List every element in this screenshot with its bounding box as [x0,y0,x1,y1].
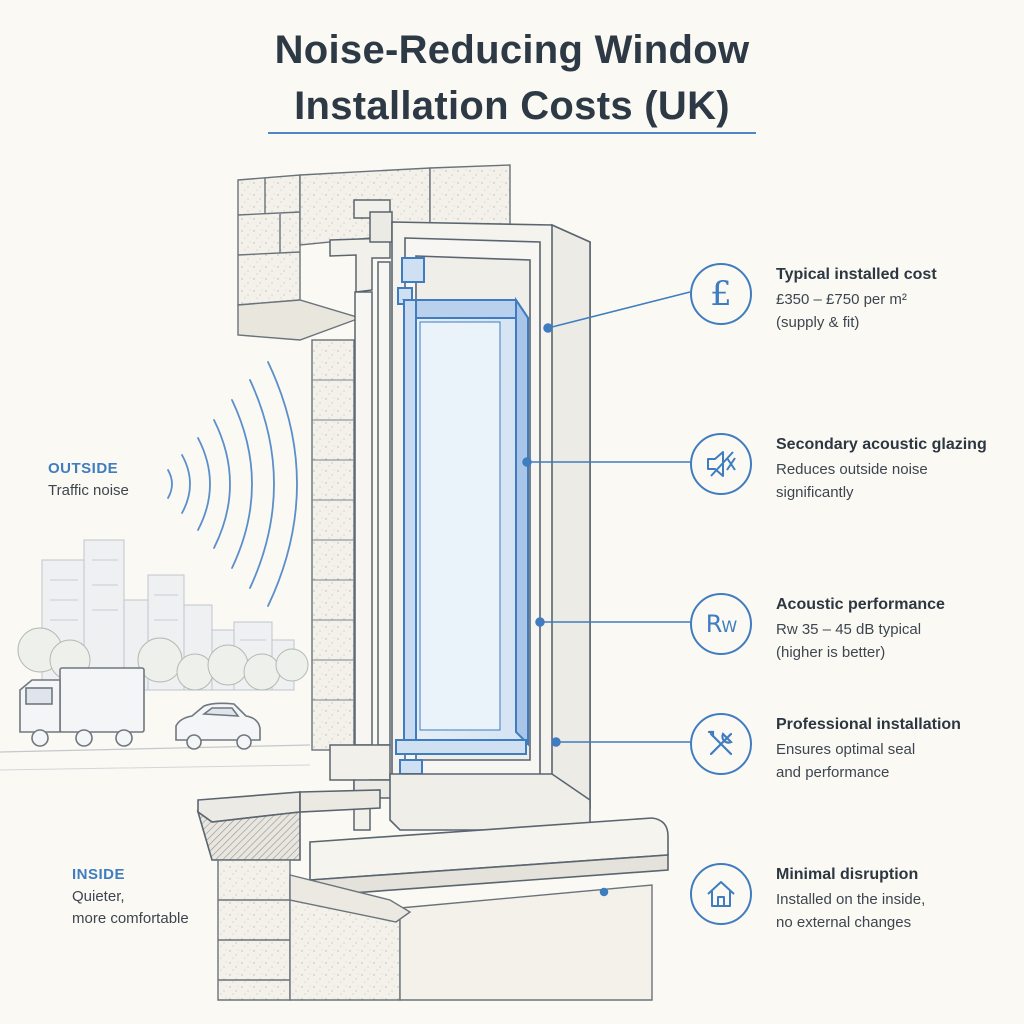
feature-line: and performance [776,764,890,781]
feature-line: no external changes [776,914,912,931]
pound-sign-icon: £ [690,263,752,325]
frame-profile-left [329,199,395,831]
wall-lower [217,859,653,1001]
outside-text: Traffic noise [48,482,129,499]
feature-line: (supply & fit) [776,314,860,331]
window-sill [196,773,669,897]
feature-heading: Professional installation [776,716,961,733]
title-line-1: Noise-Reducing Window [274,28,750,72]
feature-line: significantly [776,484,854,501]
feature-heading: Acoustic performance [776,596,945,613]
feature-line: Installed on the inside, [776,891,926,908]
feature-line: (higher is better) [776,644,886,661]
inside-heading: INSIDE [72,866,126,883]
title-underline [268,132,756,134]
feature-heading: Secondary acoustic glazing [776,436,987,453]
tools-icon [690,713,752,775]
feature-cost: £ Typical installed cost £350 – £750 per… [690,263,1010,333]
muted-speaker-icon [690,433,752,495]
feature-heading: Typical installed cost [776,266,937,283]
feature-line: Reduces outside noise [776,461,928,478]
trees [17,627,309,691]
feature-acoustic-performance: RW Acoustic performance Rw 35 – 45 dB ty… [690,593,1010,663]
title-line-2: Installation Costs (UK) [294,84,730,128]
feature-line: Rw 35 – 45 dB typical [776,621,922,638]
feature-line: £350 – £750 per m² [776,291,907,308]
wall-upper [237,164,511,341]
sound-waves [167,361,298,607]
feature-heading: Minimal disruption [776,866,919,883]
car [175,702,261,750]
rw-rating-icon: RW [690,593,752,655]
inside-text-2: more comfortable [72,910,189,927]
secondary-glazing-unit [395,257,530,775]
truck [19,667,145,747]
wall-brick-column [311,339,355,751]
callout-lines [522,291,691,897]
inside-text-1: Quieter, [72,888,125,905]
feature-professional-installation: Professional installation Ensures optima… [690,713,1010,783]
feature-secondary-glazing: Secondary acoustic glazing Reduces outsi… [690,433,1010,503]
feature-line: Ensures optimal seal [776,741,916,758]
feature-minimal-disruption: Minimal disruption Installed on the insi… [690,863,1010,933]
outside-label: OUTSIDE Traffic noise [48,458,129,502]
inside-label: INSIDE Quieter, more comfortable [72,864,189,930]
outside-heading: OUTSIDE [48,460,119,477]
house-icon [690,863,752,925]
page-title: Noise-Reducing Window Installation Costs… [0,22,1024,134]
